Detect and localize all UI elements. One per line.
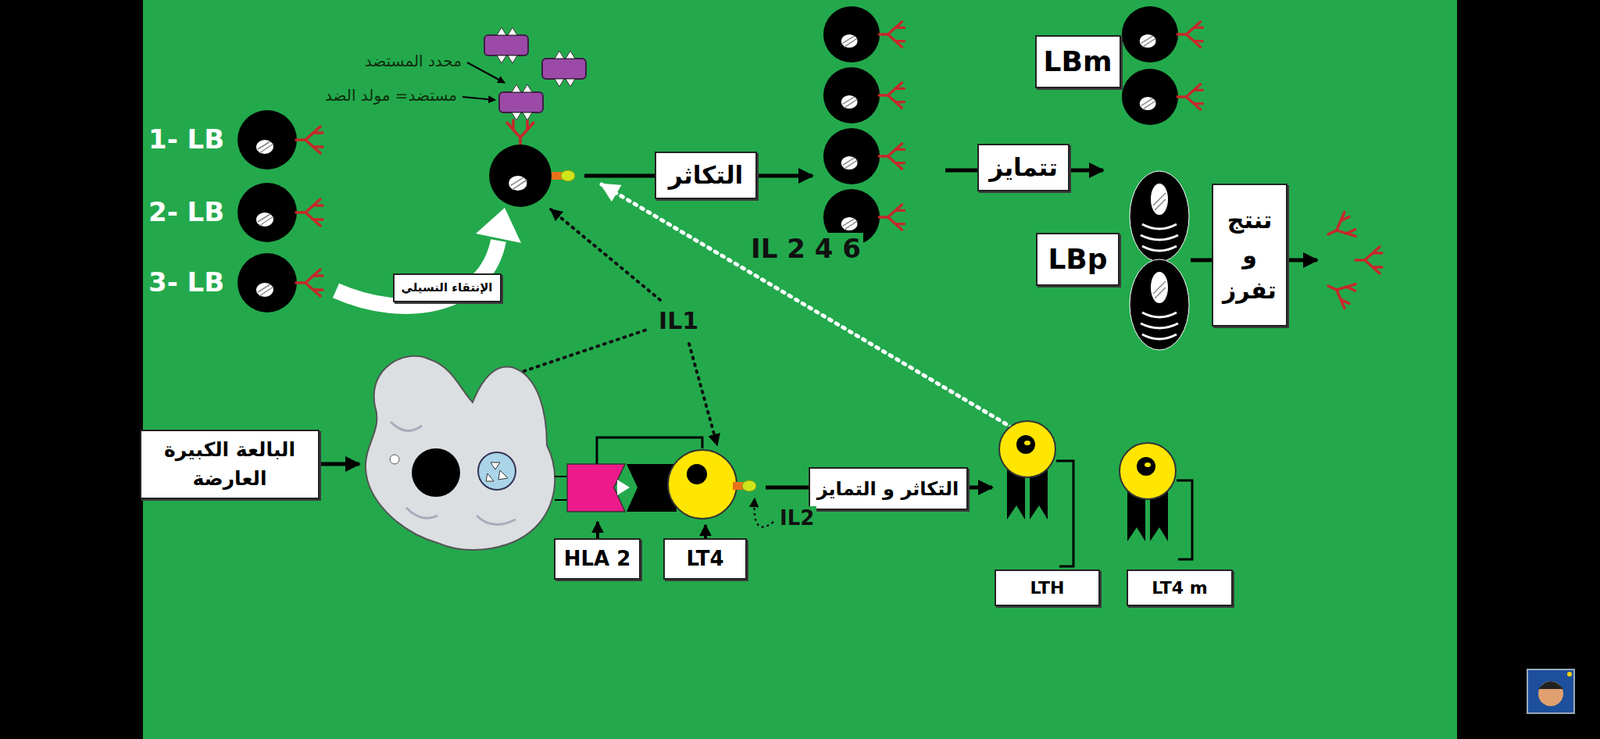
leader-line [467, 62, 505, 83]
memory-b-cell [1121, 6, 1204, 63]
lth-cell [999, 421, 1056, 520]
label: 2- LB [146, 196, 227, 229]
antibody [1322, 210, 1358, 247]
label: IL1 [656, 307, 701, 336]
il1-line [689, 343, 718, 446]
il1-line [517, 329, 647, 374]
bracket [1056, 460, 1074, 567]
membrane-link [554, 475, 568, 478]
antigen [499, 84, 543, 121]
box-text: LTH [1030, 575, 1065, 601]
label: 3- LB [146, 266, 227, 299]
process-box: LBm [1035, 35, 1122, 89]
cytoplasm-texture [390, 421, 516, 525]
lt4-cell [667, 450, 737, 519]
box-text: LBm [1043, 40, 1113, 83]
antigen-fragment [498, 470, 508, 480]
il246-line [601, 184, 1020, 433]
presented-antigen [617, 479, 630, 496]
box-text: التكاثر [668, 157, 744, 194]
leader-line [462, 96, 496, 100]
process-box: البالعة الكبيرة العارضة [139, 429, 320, 500]
process-box: تنتج و تفرز [1211, 183, 1288, 327]
il1-line [550, 209, 661, 300]
il-receptor [732, 480, 757, 492]
lt4m-cell [1119, 442, 1176, 542]
antigen-fragment [490, 462, 500, 470]
box-text: LT4 [685, 543, 724, 575]
avatar-hair [1538, 681, 1564, 690]
b-cell [823, 6, 905, 63]
macrophage-nucleus [411, 448, 461, 497]
process-box: تتمايز [977, 143, 1070, 192]
plasma-cell [1129, 171, 1190, 262]
label: مستضد= مولد الضد [322, 85, 460, 105]
process-box: LBp [1035, 232, 1120, 286]
macrophage [365, 356, 555, 550]
selection-arrowhead [475, 207, 522, 243]
box-text: الإنتقاء النسيلي [401, 278, 493, 297]
process-box: التكاثر و التمايز [808, 467, 968, 511]
bracket [1176, 480, 1193, 560]
arrow [317, 462, 360, 467]
selected-b-cell [489, 144, 552, 208]
process-box: التكاثر [654, 151, 758, 200]
box-text: تتمايز [989, 149, 1058, 186]
memory-b-cell [1121, 68, 1204, 125]
antigen [484, 27, 529, 64]
antibody [1322, 274, 1358, 310]
avatar-face [1538, 681, 1564, 707]
hla2-molecule [567, 464, 625, 512]
antigen [542, 50, 586, 87]
box-text: تنتج و تفرز [1219, 202, 1280, 308]
label: IL2 [777, 506, 817, 531]
il-receptor [551, 170, 575, 182]
avatar-dot [1567, 671, 1572, 677]
avatar-icon [1527, 669, 1575, 714]
receptor [507, 120, 534, 147]
b-cell [237, 110, 323, 170]
process-box: LTH [994, 569, 1100, 607]
plasma-cell [1129, 259, 1190, 350]
granule [389, 454, 400, 465]
b-cell [237, 182, 323, 243]
antigen-fragment [485, 473, 494, 482]
vacuole [478, 452, 516, 490]
b-cell [823, 128, 905, 185]
b-cell [237, 253, 323, 313]
green-ground [142, 0, 1458, 739]
box-text: LT4 m [1151, 575, 1208, 601]
box-text: البالعة الكبيرة العارضة [147, 435, 312, 494]
nucleus [686, 464, 708, 485]
process-box: HLA 2 [553, 538, 641, 580]
process-box: الإنتقاء النسيلي [392, 273, 502, 303]
b-cell [823, 67, 905, 124]
antibody [1355, 246, 1383, 274]
box-text: التكاثر و التمايز [817, 475, 960, 504]
il2-loop [754, 498, 775, 528]
membrane-link [554, 499, 568, 501]
box-text: HLA 2 [564, 543, 632, 575]
label: 1- LB [146, 123, 227, 156]
label: IL 2 4 6 [748, 232, 864, 265]
process-box: LT4 m [1126, 569, 1233, 607]
box-text: LBp [1047, 238, 1108, 281]
label: محدد المستضد [362, 51, 465, 71]
process-box: LT4 [663, 538, 747, 580]
